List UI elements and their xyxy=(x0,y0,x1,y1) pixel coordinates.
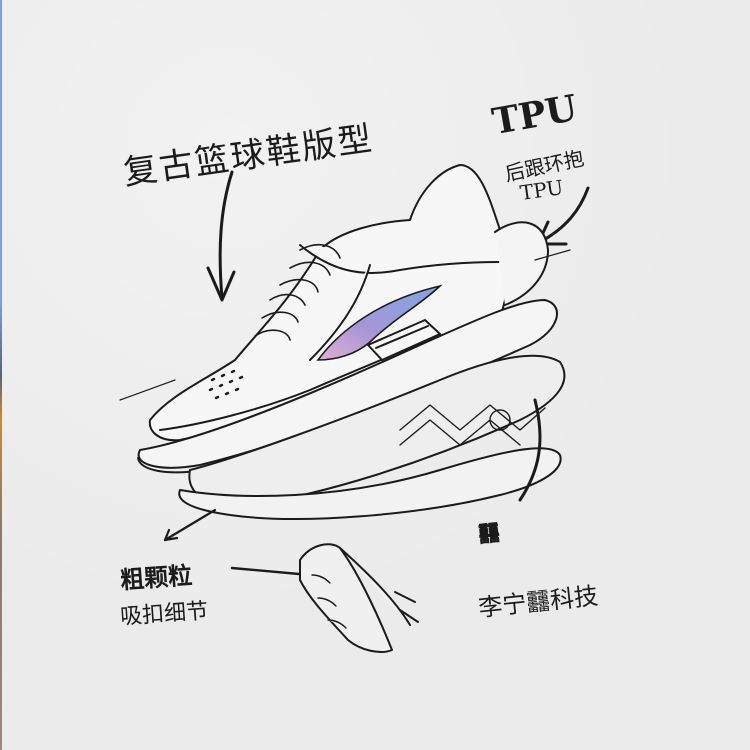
gradient-swoosh xyxy=(316,284,443,361)
outsole-label-line2: 吸扣细节 xyxy=(119,598,209,631)
left-edge-strip xyxy=(0,0,2,750)
toe-perforations xyxy=(208,369,244,400)
pointer-line xyxy=(163,508,217,542)
tech-logo-icon: 䨻 xyxy=(476,520,502,549)
arrow-upper-icon xyxy=(206,170,236,302)
side-tab xyxy=(367,319,441,361)
midsole-top xyxy=(137,299,558,469)
heel-counter xyxy=(494,221,549,306)
outsole-label-line1: 粗颗粒 xyxy=(119,560,194,595)
cushion-lattice xyxy=(399,404,546,446)
outsole xyxy=(178,447,562,520)
laces xyxy=(254,243,341,341)
outsole-detail-fragment xyxy=(299,543,419,653)
